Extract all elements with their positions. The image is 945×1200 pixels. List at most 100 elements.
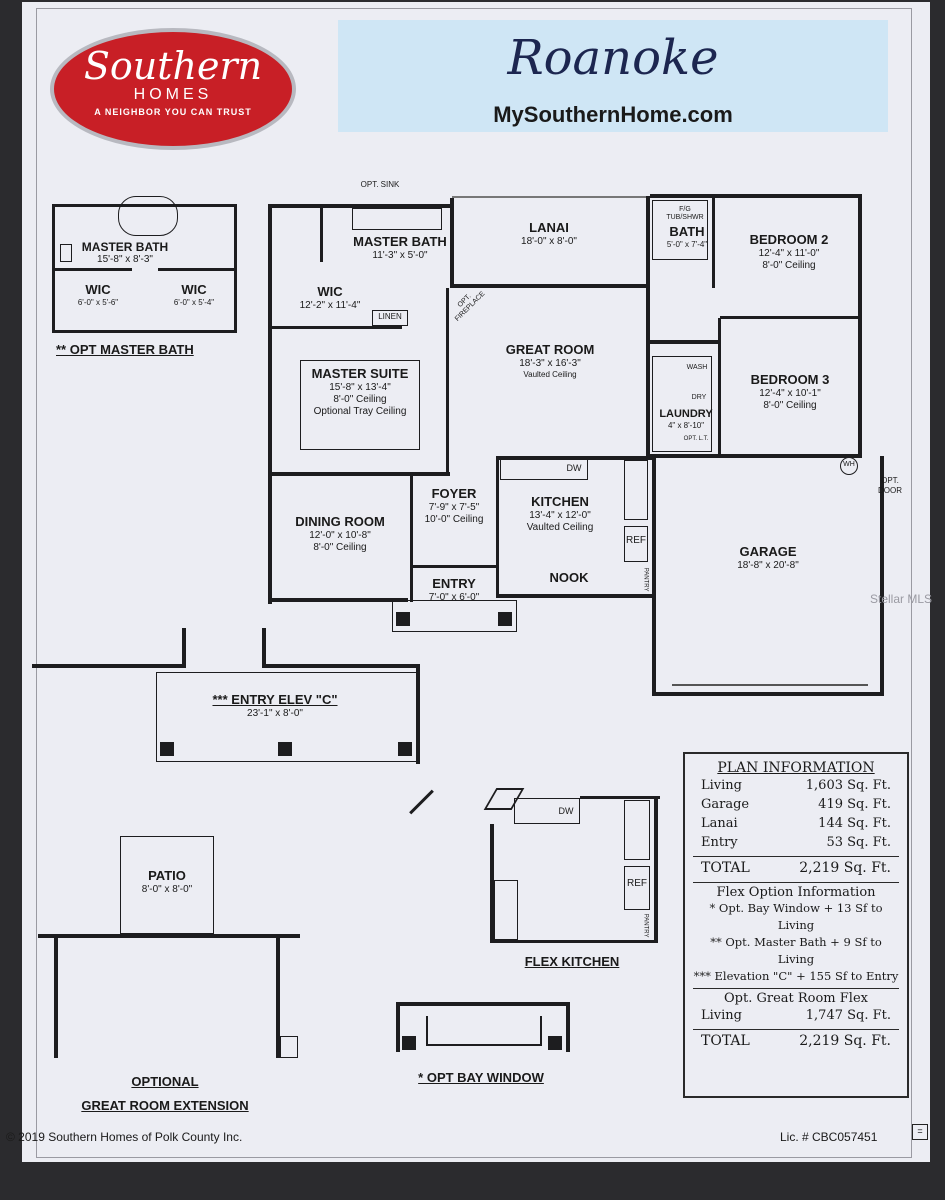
wall (650, 340, 720, 344)
wall (646, 196, 650, 460)
room-ceiling: Vaulted Ceiling (523, 369, 577, 379)
flex-note: ** Opt. Master Bath + 9 Sf to Living (710, 935, 882, 966)
room-dims: 18'-3" x 16'-3" (519, 357, 581, 369)
great-room-extension-label: GREAT ROOM EXTENSION (81, 1098, 249, 1113)
wall (52, 204, 237, 207)
row-label: Lanai (701, 816, 738, 831)
lanai-edge (452, 196, 650, 198)
bay-window-title: * OPT BAY WINDOW (418, 1070, 544, 1085)
wall (650, 194, 860, 198)
row-label: Living (701, 778, 742, 793)
great-room-flex-heading: Opt. Great Room Flex (693, 988, 899, 1006)
linen-label: LINEN (378, 312, 402, 321)
wall (272, 326, 402, 329)
ref-label: REF (626, 535, 646, 546)
section-title: *** ENTRY ELEV "C" (212, 692, 338, 707)
logo-brand: Southern (83, 44, 263, 88)
room-dims: 11'-3" x 5'-0" (372, 249, 428, 261)
row-value: 144 Sq. Ft. (818, 816, 891, 831)
row-value: 2,219 Sq. Ft. (799, 860, 891, 876)
dryer-label: DRY (691, 394, 707, 401)
row-value: 1,603 Sq. Ft. (805, 778, 891, 793)
logo-tagline: A NEIGHBOR YOU CAN TRUST (94, 107, 252, 117)
wall (652, 456, 656, 696)
row-label: Entry (701, 835, 738, 850)
opt-wic-1: WIC 6'-0" x 5'-6" (64, 282, 132, 307)
room-name: GREAT ROOM (505, 342, 595, 357)
room-wic: WIC 12'-2" x 11'-4" (280, 284, 380, 312)
row-label: Living (701, 1008, 742, 1023)
linen-closet (372, 310, 408, 326)
plan-info-row: Lanai 144 Sq. Ft. (693, 814, 899, 833)
wall (720, 316, 860, 319)
wall (182, 628, 186, 668)
room-dining: DINING ROOM 12'-0" x 10'-8" 8'-0" Ceilin… (272, 514, 408, 554)
flex-note: *** Elevation "C" + 155 Sf to Entry (693, 969, 899, 983)
wall (268, 204, 453, 208)
opt-wic-2: WIC 6'-0" x 5'-4" (160, 282, 228, 307)
room-dims: 23'-1" x 8'-0" (247, 707, 303, 719)
plan-info-row: Living 1,747 Sq. Ft. (693, 1006, 899, 1025)
room-name: LANAI (529, 220, 569, 235)
room-nook: NOOK (549, 570, 589, 585)
room-great-room: GREAT ROOM 18'-3" x 16'-3" Vaulted Ceili… (470, 342, 630, 379)
room-name: LAUNDRY (659, 408, 713, 420)
room-laundry: LAUNDRY 4" x 8'-10" (656, 408, 716, 431)
plan-info-heading: PLAN INFORMATION (717, 760, 875, 776)
wall (262, 628, 266, 668)
wall (396, 1002, 400, 1052)
porch-column (396, 612, 410, 626)
porch-column (398, 742, 412, 756)
toilet (60, 244, 72, 262)
flex-range (624, 800, 650, 860)
room-name: MASTER SUITE (311, 366, 409, 381)
room-bedroom-2: BEDROOM 2 12'-4" x 11'-0" 8'-0" Ceiling (720, 232, 858, 272)
room-name: WIC (85, 282, 111, 297)
room-name: BEDROOM 2 (749, 232, 829, 247)
room-name: KITCHEN (531, 494, 589, 509)
room-tray: Optional Tray Ceiling (313, 405, 407, 417)
range (624, 460, 648, 520)
wall (52, 268, 132, 271)
plan-info-row: Garage 419 Sq. Ft. (693, 795, 899, 814)
opt-door-label: OPT. DOOR (878, 476, 902, 495)
flex-pantry-label: PANTRY (642, 913, 649, 938)
wall (450, 198, 454, 288)
room-foyer: FOYER 7'-9" x 7'-5" 10'-0" Ceiling (412, 486, 496, 526)
room-entry: ENTRY 7'-0" x 6'-0" (412, 576, 496, 604)
porch-column (160, 742, 174, 756)
room-name: FOYER (431, 486, 477, 501)
room-ceiling: Vaulted Ceiling (526, 521, 594, 533)
room-dims: 12'-0" x 10'-8" (309, 529, 371, 541)
wall (416, 664, 420, 764)
garden-tub (118, 196, 178, 236)
wall (54, 936, 58, 1058)
room-dims: 13'-4" x 12'-0" (529, 509, 591, 521)
flex-option-heading: Flex Option Information (693, 882, 899, 900)
website-url: MySouthernHome.com (493, 102, 733, 127)
optional-label: OPTIONAL (131, 1074, 199, 1089)
wall (32, 664, 186, 668)
water-heater (840, 457, 858, 475)
room-name: DINING ROOM (295, 514, 385, 529)
room-dims: 18'-0" x 8'-0" (521, 235, 577, 247)
wall (652, 692, 884, 696)
room-ceiling: 8'-0" Ceiling (313, 541, 367, 553)
plan-info-total: TOTAL 2,219 Sq. Ft. (693, 1029, 899, 1051)
room-dims: 4" x 8'-10" (667, 421, 705, 431)
flex-stair (494, 880, 518, 940)
garage-door (672, 684, 868, 686)
row-value: 1,747 Sq. Ft. (805, 1008, 891, 1023)
tub-label: F/G TUB/SHWR (666, 206, 704, 222)
opt-master-bath-room: MASTER BATH 15'-8" x 8'-3" (70, 240, 180, 266)
room-ceiling: 8'-0" Ceiling (762, 259, 816, 271)
bay-column (402, 1036, 416, 1050)
row-value: 2,219 Sq. Ft. (799, 1033, 891, 1049)
wall (268, 598, 408, 602)
wall (396, 1002, 570, 1006)
wall (272, 472, 450, 476)
room-ceiling: 10'-0" Ceiling (424, 513, 484, 525)
room-dims: 7'-9" x 7'-5" (428, 501, 480, 513)
wall (496, 594, 652, 598)
wall (718, 318, 721, 456)
